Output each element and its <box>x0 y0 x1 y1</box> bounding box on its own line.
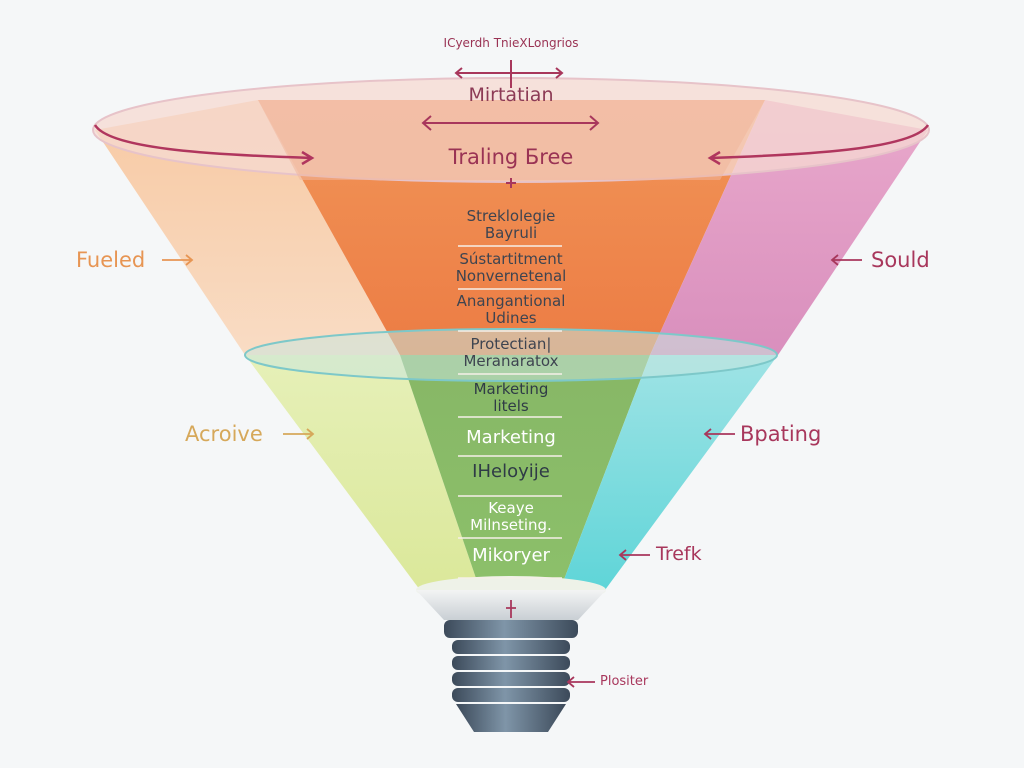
funnel-upper-right <box>650 100 928 355</box>
funnel-lower-middle <box>400 355 650 590</box>
center-item-6: Marketing <box>411 428 611 448</box>
center-item-1-line-2: Bayruli <box>484 224 538 242</box>
label-sould: Sould <box>871 248 930 272</box>
diagram-title: Mirtatian <box>468 84 554 106</box>
center-item-5-line-2: litels <box>493 397 529 415</box>
label-acroive: Acroive <box>185 422 263 446</box>
center-item-8-line-2: Milnseting. <box>470 516 552 534</box>
center-item-8-line-1: Keaye <box>488 499 534 517</box>
rim-swoosh-arrows <box>93 124 930 166</box>
funnel-upper-left <box>95 100 400 355</box>
top-caption: ICyerdh TnieXLongrios <box>443 36 579 50</box>
center-item-2-line-2: Nonvernetenal <box>455 267 567 285</box>
funnel-middle-rim <box>244 328 778 382</box>
diagram-subtitle: Traling Бree <box>448 145 574 169</box>
center-item-1-line-1: Streklolegie <box>466 207 556 225</box>
label-bpating: Bpating <box>740 422 822 446</box>
center-item-2-line-1: Sústartitment <box>459 250 563 268</box>
funnel-base-threads <box>444 620 578 732</box>
center-item-3-line-1: Anangantional <box>456 292 566 310</box>
center-item-4: Protectian|Meranaratox <box>411 336 611 370</box>
label-plositer: Plositer <box>600 674 649 689</box>
side-arrows <box>162 254 862 688</box>
top-arrows <box>421 60 600 188</box>
center-item-9: Mikoryer <box>411 546 611 566</box>
center-item-9-line-1: Mikoryer <box>472 545 550 566</box>
funnel-lower-right <box>560 355 778 590</box>
center-item-5-line-1: Marketing <box>473 380 549 398</box>
center-item-6-line-1: Marketing <box>466 427 556 448</box>
center-dividers <box>458 245 562 579</box>
funnel-top-rim-shade <box>258 100 765 180</box>
funnel-lower-left <box>245 355 480 590</box>
label-trefk: Trefk <box>656 543 702 565</box>
center-item-4-line-1: Protectian| <box>470 335 552 353</box>
center-item-7-line-1: IHeloyije <box>472 461 550 482</box>
center-item-7: IHeloyije <box>411 462 611 482</box>
label-fueled: Fueled <box>76 248 146 272</box>
center-item-3-line-2: Udines <box>485 309 537 327</box>
center-item-4-line-2: Meranaratox <box>463 352 559 370</box>
